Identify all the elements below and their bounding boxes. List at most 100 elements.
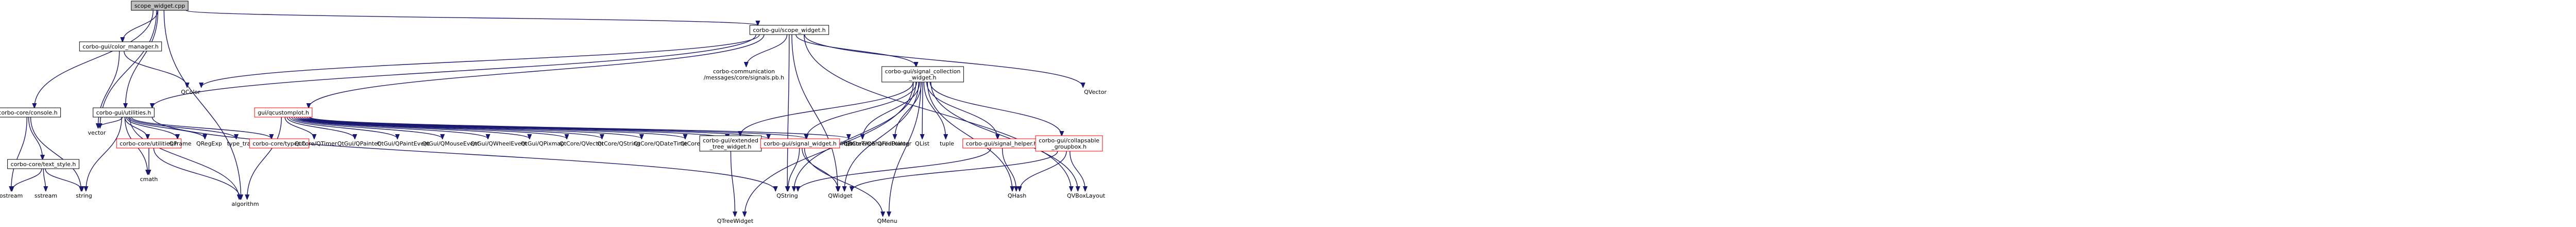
node-label: QtGui/QPaintEvent (377, 140, 430, 147)
edge-scope-widget-to-signals-pb (746, 34, 788, 67)
node-label: corbo-core/types.h (252, 140, 306, 147)
node-qdatetime: QDateTime (843, 140, 875, 147)
node-box (882, 66, 964, 83)
edge-collapsable-to-qvboxlayout (1069, 151, 1086, 191)
edge-signal-collection-to-qvboxlayout (930, 82, 1078, 191)
edge-utilities-to-vector (98, 117, 123, 128)
node-box (699, 135, 762, 152)
node-label: corbo-core/text_style.h (11, 161, 76, 168)
node-corbo-utilities: corbo-core/utilities.h (116, 138, 182, 149)
edge-extended-tree-to-qtreewidget (730, 151, 735, 216)
node-box (1035, 135, 1103, 152)
node-label: QList (915, 140, 930, 147)
edge-signal-helper-to-qhash (1002, 148, 1016, 191)
node-qpixmap: QtGui/QPixmap (521, 140, 564, 147)
edge-utilities-to-qstring (151, 117, 775, 191)
edge-root-to-algorithm (163, 10, 241, 199)
edge-signal-collection-to-collapsable (929, 82, 1062, 136)
edge-qcustomplot-to-qpainter (286, 117, 354, 139)
node-label: cmath (140, 176, 158, 183)
node-label: QFileDialog (877, 140, 909, 147)
edges-layer (11, 10, 1086, 216)
edge-text-style-to-iostream (12, 168, 42, 191)
node-label: corbo-gui/extended (703, 137, 758, 144)
node-label: QtCore/QVector (560, 140, 604, 147)
node-label: corbo-gui/color_manager.h (82, 43, 158, 50)
node-qlist: QList (915, 140, 930, 147)
node-label: QDateTime (843, 140, 875, 147)
node-scope-widget: corbo-gui/scope_widget.h (749, 25, 829, 35)
node-algorithm: algorithm (231, 201, 259, 207)
edge-root-to-utilities (126, 10, 159, 108)
edge-signal-collection-to-signal-helper (926, 82, 998, 139)
edge-signal-widget-to-qstring (788, 148, 800, 191)
node-label: corbo-communication (713, 68, 775, 75)
node-label: iostream (0, 192, 23, 199)
node-tuple: tuple (940, 140, 954, 147)
edge-signal-collection-to-qmenu (889, 82, 922, 216)
edge-qcustomplot-to-qpaintevent (289, 117, 398, 139)
edge-signal-collection-to-qlist (922, 82, 923, 139)
node-signal-collection: corbo-gui/signal_collection_widget.h (882, 66, 964, 83)
edge-scope-widget-to-qstring (787, 34, 789, 191)
node-qpaintevent: QtGui/QPaintEvent (377, 140, 430, 147)
node-qvector-plain: QVector (1084, 89, 1107, 95)
edge-qcustomplot-to-qvector (298, 117, 567, 139)
edge-qcustomplot-to-qstring-core (299, 117, 602, 139)
node-label: QtGui/QMouseEvent (422, 140, 480, 147)
node-utilities: corbo-gui/utilities.h (93, 107, 155, 118)
node-label: QWidget (828, 192, 853, 199)
node-label: QtGui/QWheelEvent (470, 140, 528, 147)
node-label: corbo-gui/signal_collection (885, 68, 961, 75)
node-label: QtGui/QPixmap (521, 140, 564, 147)
node-label: QColor (181, 89, 200, 95)
node-color-manager: corbo-gui/color_manager.h (79, 41, 162, 52)
node-qmouseevent: QtGui/QMouseEvent (422, 140, 480, 147)
node-qcustomplot: gui/qcustomplot.h (254, 107, 313, 118)
edge-utilities-to-string (86, 117, 122, 191)
edge-qcustomplot-to-qmultimap (304, 117, 685, 139)
edge-utilities-to-corbo-types (131, 117, 272, 139)
node-cmath: cmath (140, 176, 158, 183)
edge-qcustomplot-to-qglobal (306, 117, 727, 139)
node-label: corbo-gui/utilities.h (96, 109, 151, 116)
node-qsharedpointer: QtCore/QSharedPointer (845, 140, 912, 147)
edge-corbo-utilities-to-algorithm (153, 148, 240, 199)
edge-signal-collection-to-qdatetime (862, 82, 920, 139)
node-console: corbo-core/console.h (0, 107, 61, 118)
node-label: vector (88, 129, 106, 136)
edge-console-to-text-style (28, 117, 43, 159)
node-label: corbo-gui/scope_widget.h (753, 27, 825, 34)
edge-qcustomplot-to-qmouseevent (291, 117, 443, 139)
edge-scope-widget-to-qcolor (201, 34, 760, 87)
node-corbo-types: corbo-core/types.h (249, 138, 310, 149)
edge-qcustomplot-to-qpixmap (296, 117, 530, 139)
edge-signal-collection-to-signal-widget (806, 82, 917, 139)
node-label: _groupbox.h (1051, 143, 1087, 150)
edge-qcustomplot-to-qsharedpointer (310, 117, 849, 139)
node-label: corbo-gui/collapsable (1039, 137, 1099, 144)
node-qwidget: QWidget (828, 192, 853, 199)
edge-utilities-to-qframe (126, 117, 178, 139)
node-label: QtCore/QDateTime (634, 140, 687, 147)
edge-utilities-to-type-traits (129, 117, 236, 139)
node-label: QHash (1008, 192, 1026, 199)
node-label: corbo-core/console.h (0, 109, 58, 116)
node-qframe: QFrame (170, 140, 192, 147)
node-qregexp: QRegExp (196, 140, 222, 147)
edge-utilities-to-corbo-utilities (124, 117, 147, 139)
node-vector: vector (88, 129, 106, 136)
node-qdatetime-core: QtCore/QDateTime (634, 140, 687, 147)
node-label: QMenu (877, 218, 897, 224)
node-label: QVector (1084, 89, 1107, 95)
node-box (79, 41, 162, 52)
edge-scope-widget-to-qvector-plain (804, 34, 1083, 87)
edge-console-to-iostream (11, 117, 27, 191)
node-box (93, 107, 155, 118)
node-box (760, 138, 840, 149)
node-iostream: iostream (0, 192, 23, 199)
node-extended-tree: corbo-gui/extended_tree_widget.h (699, 135, 762, 152)
node-label: QtGui/QPainter (337, 140, 380, 147)
node-qtreewidget: QTreeWidget (717, 218, 754, 224)
